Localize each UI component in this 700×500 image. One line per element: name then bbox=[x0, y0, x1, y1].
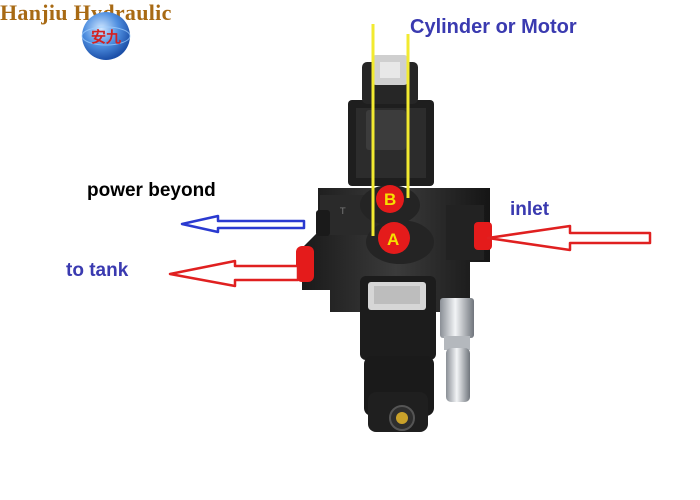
brand-name: Hanjiu Hydraulic bbox=[0, 0, 172, 25]
upper-solenoid bbox=[348, 55, 434, 186]
power-beyond-label: power beyond bbox=[87, 180, 216, 201]
lower-solenoid bbox=[360, 276, 436, 432]
logo-glyph: 安九 bbox=[91, 28, 121, 46]
relief-valve bbox=[440, 298, 474, 402]
company-logo: 安九 bbox=[81, 12, 131, 60]
power-beyond-arrow bbox=[180, 214, 306, 234]
port-b: B bbox=[376, 185, 404, 213]
tank-arrow bbox=[168, 259, 300, 288]
port-a: A bbox=[378, 222, 410, 254]
port-a-letter: A bbox=[387, 230, 399, 249]
inlet-arrow bbox=[486, 224, 652, 252]
cylinder-or-motor-label: Cylinder or Motor bbox=[410, 16, 577, 38]
port-b-letter: B bbox=[384, 190, 396, 209]
svg-text:T: T bbox=[339, 207, 346, 217]
to-tank-label: to tank bbox=[66, 260, 129, 281]
inlet-label: inlet bbox=[510, 199, 550, 220]
